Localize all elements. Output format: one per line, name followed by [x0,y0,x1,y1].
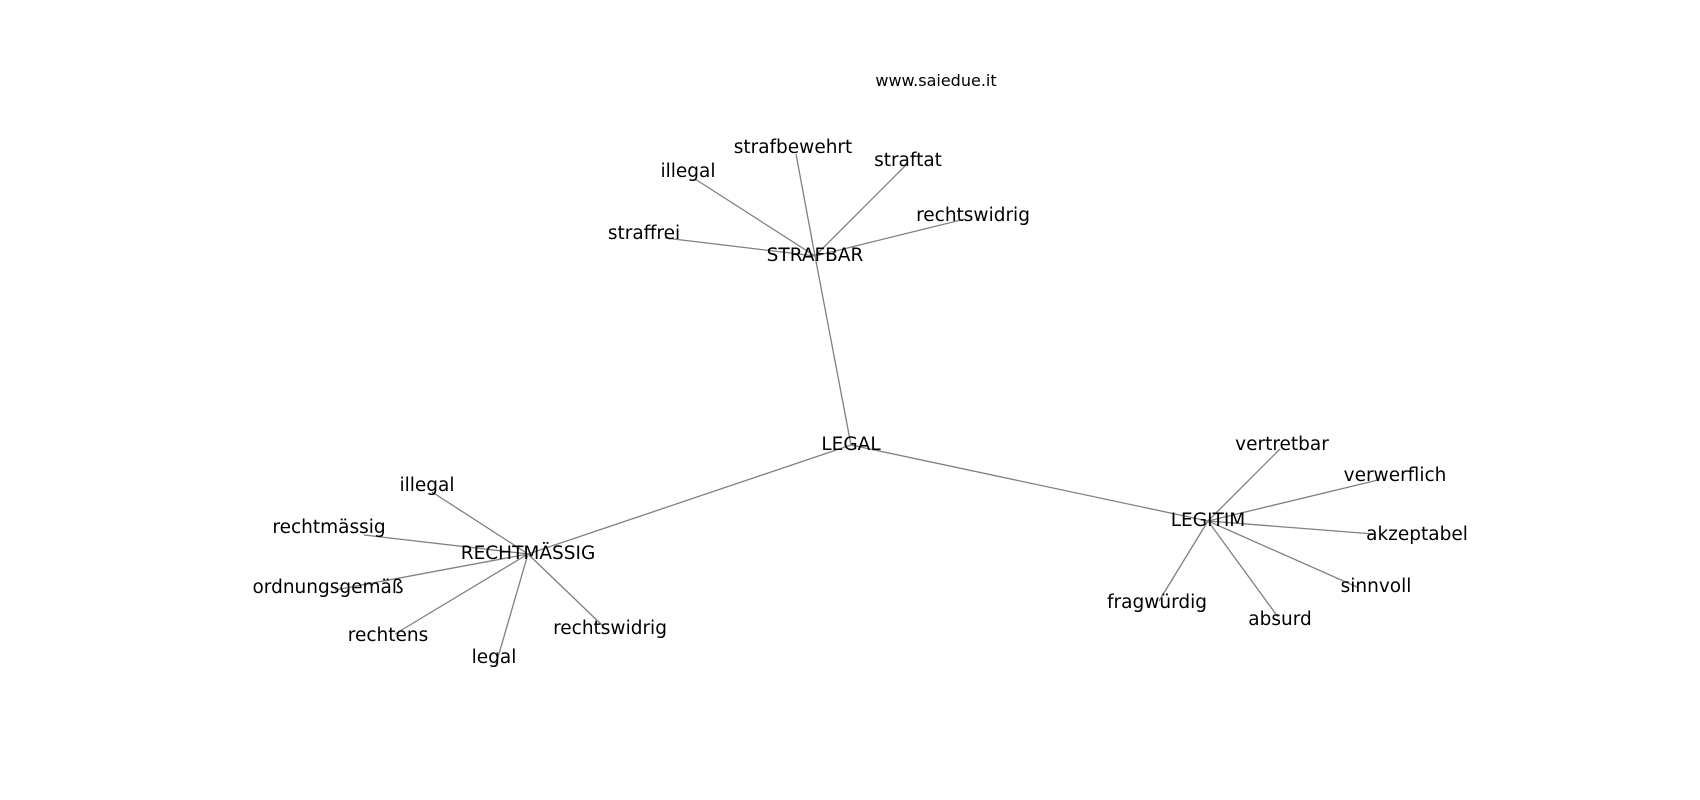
edge-legitim-lg_vertretbar [1207,448,1281,522]
edge-legitim-lg_akzeptabel [1207,520,1375,535]
edge-strafbar-strafbar_straffrei [664,237,816,257]
edge-legal-rechtmaessig [527,444,852,555]
edge-strafbar-strafbar_strafbewehrt [795,153,816,257]
edge-rechtmaessig-rm_rechtmaessig [363,534,529,555]
edge-strafbar-strafbar_rechtswidrig [814,218,966,257]
watermark: www.saiedue.it [875,71,997,90]
edge-legitim-lg_sinnvoll [1207,520,1358,588]
node-strafbar-rechtswidrig: rechtswidrig [916,204,1030,226]
edge-rechtmaessig-rm_rechtswidrig [527,553,605,628]
node-rechtmaessig-ordnungsgemaess: ordnungsgemäß [252,576,404,598]
node-strafbar: STRAFBAR [766,244,864,266]
node-legitim-fragwuerdig: fragwürdig [1107,591,1207,613]
node-legitim-sinnvoll: sinnvoll [1340,575,1412,597]
edge-legitim-lg_absurd [1207,520,1279,618]
edge-rechtmaessig-rm_ordnungsgemaess [334,553,529,591]
node-strafbar-illegal: illegal [660,160,716,182]
edge-legal-strafbar [814,255,852,446]
node-rechtmaessig-rechtswidrig: rechtswidrig [553,617,667,639]
node-legitim-akzeptabel: akzeptabel [1366,523,1468,545]
edge-rechtmaessig-rm_illegal [431,491,529,555]
node-legitim-vertretbar: vertretbar [1235,433,1329,455]
node-rechtmaessig-legal: legal [471,646,517,668]
node-legitim-absurd: absurd [1248,608,1312,630]
node-rechtmaessig-illegal: illegal [399,474,455,496]
node-rechtmaessig-rechtmaessig: rechtmässig [272,516,386,538]
node-strafbar-straftat: straftat [874,149,942,171]
edge-legitim-lg_verwerflich [1207,479,1379,522]
edge-rechtmaessig-rm_legal [495,553,529,665]
node-legitim-verwerflich: verwerflich [1343,464,1447,486]
node-strafbar-straffrei: straffrei [607,222,681,244]
node-rechtmaessig: RECHTMÄSSIG [460,542,596,564]
node-strafbar-strafbewehrt: strafbewehrt [733,136,853,158]
edge-strafbar-strafbar_illegal [694,178,816,257]
edge-rechtmaessig-rm_rechtens [394,553,529,635]
edge-strafbar-strafbar_straftat [814,164,907,257]
node-legal: LEGAL [821,433,881,455]
edge-legitim-lg_fragwuerdig [1158,520,1209,602]
edge-legal-legitim [850,444,1209,522]
node-rechtmaessig-rechtens: rechtens [347,624,429,646]
node-legitim: LEGITIM [1170,509,1246,531]
